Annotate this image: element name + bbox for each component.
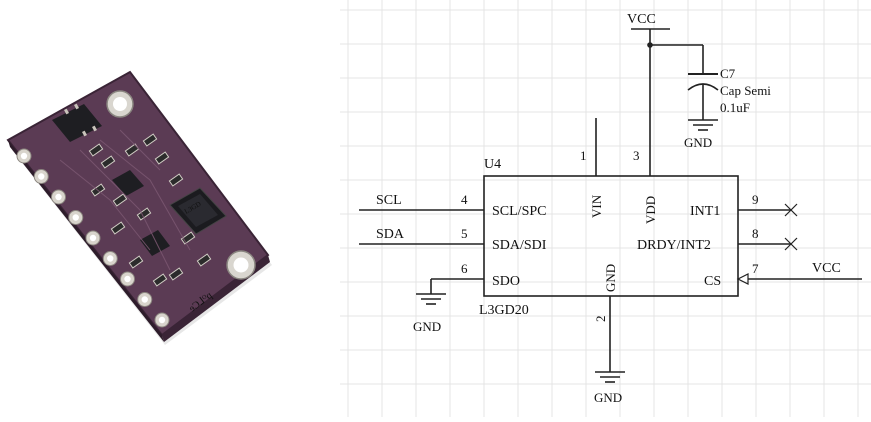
header-pad — [102, 251, 118, 266]
smd-component — [100, 155, 116, 169]
mounting-hole-bottom — [226, 250, 256, 280]
smd-component — [196, 253, 212, 267]
pin-4-number: 4 — [461, 192, 468, 207]
header-pad — [85, 230, 101, 246]
smd-component — [142, 133, 158, 147]
pin-6-number: 6 — [461, 261, 468, 276]
pin-9-name: INT1 — [690, 204, 720, 219]
smd-component — [136, 207, 152, 221]
smd-component — [154, 151, 170, 165]
no-connect-marker-pin-8 — [784, 237, 798, 251]
vcc-top-label: VCC — [627, 12, 656, 27]
smd-component — [168, 173, 184, 187]
smd-component — [128, 255, 144, 269]
header-pad — [33, 169, 49, 184]
pin-2-name: GND — [603, 264, 618, 292]
mounting-hole-top — [106, 90, 134, 118]
schematic: VCC C7 Cap Semi 0.1uF GND U4 L3GD20 1 VI… — [340, 0, 871, 417]
header-pad — [120, 271, 135, 287]
cap-value: 0.1uF — [720, 100, 750, 115]
pin-1-name: VIN — [589, 194, 604, 218]
header-pad — [51, 189, 66, 205]
no-connect-marker-pin-9 — [784, 203, 798, 217]
ic-body-u4 — [483, 175, 739, 297]
pin-7-number: 7 — [752, 261, 759, 276]
header-pad — [137, 292, 153, 307]
gnd-bottom-label: GND — [594, 390, 622, 405]
gnd-cap-label: GND — [684, 135, 712, 150]
pin-7-name: CS — [704, 274, 721, 289]
net-scl-label: SCL — [376, 193, 402, 208]
pcb-traces — [59, 129, 191, 271]
header-pad — [68, 210, 84, 225]
smd-component — [88, 143, 104, 157]
ic-chip-lower — [140, 230, 170, 256]
smd-component — [112, 193, 128, 207]
schematic-grid — [340, 0, 871, 417]
smd-component — [110, 221, 126, 235]
gnd-sdo-label: GND — [413, 319, 441, 334]
passive-components — [88, 133, 212, 287]
ground-symbol-bottom — [595, 371, 625, 383]
net-sda-label: SDA — [376, 227, 405, 242]
ground-symbol-cap — [688, 119, 718, 131]
pin-5-name: SDA/SDI — [492, 238, 547, 253]
cap-designator: C7 — [720, 66, 736, 81]
pin-8-number: 8 — [752, 226, 759, 241]
gyro-sensor-chip: L3GD — [169, 187, 227, 235]
breakout-board-photo: L3GD ɘƆ⅃ᴼq — [6, 70, 272, 345]
component-designator: U4 — [484, 157, 501, 172]
header-pad — [154, 312, 170, 328]
component-part: L3GD20 — [479, 303, 529, 318]
pin-5-number: 5 — [461, 226, 468, 241]
vcc-cs-label: VCC — [812, 261, 841, 276]
cap-type: Cap Semi — [720, 83, 771, 98]
smd-component — [152, 273, 168, 287]
pin-3-name: VDD — [643, 196, 658, 224]
pin-8-name: DRDY/INT2 — [637, 238, 711, 253]
ic-chip-top — [52, 103, 102, 142]
pin-6-name: SDO — [492, 274, 520, 289]
ground-symbol-sdo — [416, 293, 446, 305]
smd-component — [168, 267, 184, 281]
pin-4-name: SCL/SPC — [492, 204, 546, 219]
pin-9-number: 9 — [752, 192, 759, 207]
header-pad — [16, 148, 32, 164]
pin-1-number: 1 — [580, 148, 587, 163]
board-edge — [8, 140, 164, 342]
pin-2-number: 2 — [593, 316, 608, 323]
header-pads — [16, 148, 170, 328]
ic-chip-middle — [112, 170, 144, 196]
pin-3-number: 3 — [633, 148, 640, 163]
